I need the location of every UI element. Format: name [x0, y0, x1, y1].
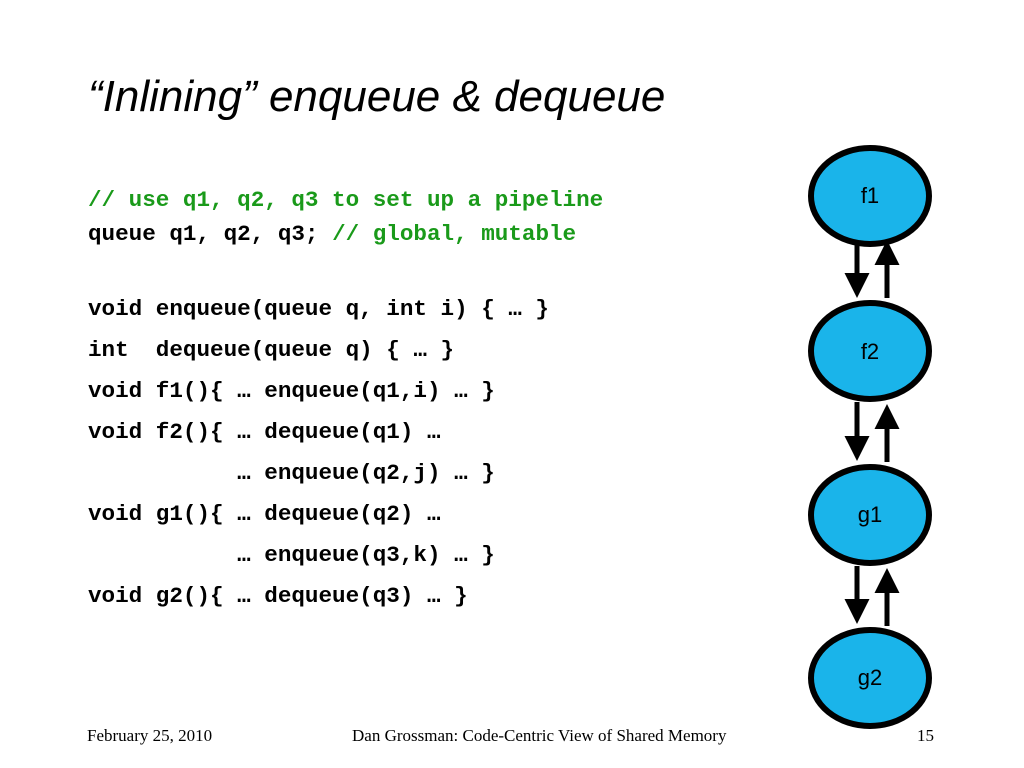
code-line-1: // use q1, q2, q3 to set up a pipeline: [88, 189, 603, 212]
code-text: void enqueue(queue q, int i) { … }: [88, 296, 549, 322]
code-comment: // global, mutable: [332, 221, 577, 247]
node-g1: g1: [808, 464, 932, 566]
code-text: void g2(){ … dequeue(q3) … }: [88, 583, 468, 609]
pipeline-diagram: f1 f2 g1 g2: [808, 145, 932, 729]
node-label: g1: [858, 502, 882, 527]
code-text: … enqueue(q2,j) … }: [88, 460, 495, 486]
edge-f1-f2: [844, 238, 900, 298]
code-text: void f1(){ … enqueue(q1,i) … }: [88, 378, 495, 404]
code-line-7: … enqueue(q2,j) … }: [88, 462, 495, 485]
code-text: queue q1, q2, q3;: [88, 221, 333, 247]
footer-page-number: 15: [917, 726, 934, 745]
code-line-9: … enqueue(q3,k) … }: [88, 544, 495, 567]
code-line-4: int dequeue(queue q) { … }: [88, 339, 454, 362]
slide-title: “Inlining” enqueue & dequeue: [88, 72, 666, 121]
footer-date: February 25, 2010: [87, 726, 213, 745]
node-label: g2: [858, 665, 882, 690]
node-g2: g2: [808, 627, 932, 729]
code-text: void f2(){ … dequeue(q1) …: [88, 419, 441, 445]
edge-f2-g1: [844, 402, 900, 462]
code-text: int dequeue(queue q) { … }: [88, 337, 455, 363]
node-f1: f1: [808, 145, 932, 247]
footer-center: Dan Grossman: Code-Centric View of Share…: [352, 726, 727, 745]
code-text: void g1(){ … dequeue(q2) …: [88, 501, 441, 527]
code-text: … enqueue(q3,k) … }: [88, 542, 495, 568]
code-comment: // use q1, q2, q3 to set up a pipeline: [88, 187, 604, 213]
code-line-10: void g2(){ … dequeue(q3) … }: [88, 585, 468, 608]
edge-g1-g2: [844, 566, 900, 626]
node-f2: f2: [808, 300, 932, 402]
code-line-5: void f1(){ … enqueue(q1,i) … }: [88, 380, 495, 403]
code-line-6: void f2(){ … dequeue(q1) …: [88, 421, 441, 444]
code-line-8: void g1(){ … dequeue(q2) …: [88, 503, 441, 526]
code-line-2: queue q1, q2, q3; // global, mutable: [88, 223, 576, 246]
code-line-3: void enqueue(queue q, int i) { … }: [88, 298, 549, 321]
node-label: f1: [861, 183, 879, 208]
node-label: f2: [861, 339, 879, 364]
